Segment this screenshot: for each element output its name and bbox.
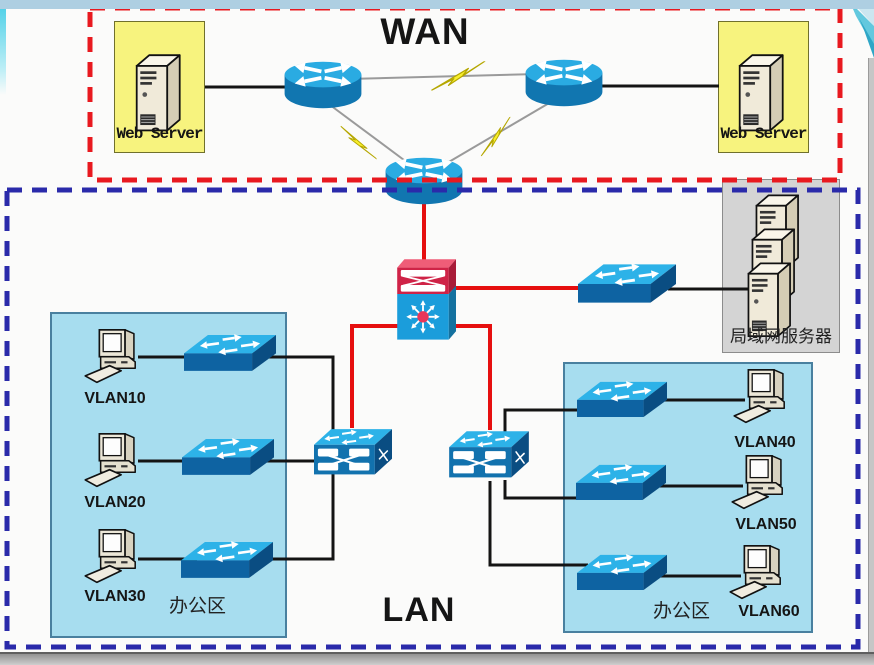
switch-icon — [578, 262, 676, 302]
pc-icon — [84, 529, 137, 584]
link-sw10-dist1 — [261, 355, 335, 430]
pc-icon — [729, 545, 782, 600]
tower-server-icon — [747, 262, 791, 338]
router-icon — [526, 58, 603, 106]
pc-icon — [84, 433, 137, 488]
web-server-left-label: Web Server — [116, 125, 203, 143]
left-accent-strip — [0, 9, 6, 95]
uplink-red-links — [350, 203, 592, 430]
multilayer-switch-icon — [397, 259, 456, 339]
pc-icon — [733, 369, 786, 424]
vlan50-label: VLAN50 — [735, 516, 797, 533]
link-router1-router2 — [347, 73, 539, 80]
switch-icon — [182, 437, 274, 475]
vlan40-label: VLAN40 — [734, 434, 796, 451]
top-accent-bar — [0, 0, 874, 9]
vlan10-label: VLAN10 — [84, 390, 146, 407]
tower-server-icon — [135, 54, 181, 132]
workgroup-switch-icon — [449, 431, 529, 478]
tower-server-icon — [738, 54, 784, 132]
switch-icon — [184, 333, 276, 371]
bottom-accent-bar — [0, 652, 874, 665]
vlan30-label: VLAN30 — [84, 588, 146, 605]
workgroup-switch-icon — [314, 429, 392, 475]
office-right-label: 办公区 — [652, 601, 710, 622]
right-accent-strip — [868, 58, 874, 654]
link-core-dist2 — [452, 324, 492, 430]
link-core-dist1 — [350, 324, 400, 428]
vlan20-label: VLAN20 — [84, 494, 146, 511]
wan-zone-label: WAN — [380, 11, 470, 52]
switch-icon — [181, 540, 273, 578]
vlan60-label: VLAN60 — [738, 603, 800, 620]
lan-zone-label: LAN — [382, 591, 456, 629]
server-farm-label: 局域网服务器 — [730, 327, 832, 346]
switch-icon — [577, 380, 667, 417]
router-icon — [285, 60, 362, 108]
web-server-right-label: Web Server — [720, 125, 807, 143]
switch-icon — [577, 553, 667, 590]
lightning-bolt-icon — [471, 116, 521, 157]
router-icon — [386, 156, 463, 204]
link-router1-router3 — [325, 101, 413, 167]
link-dist2-sw50 — [503, 480, 578, 500]
link-dist2-sw40 — [503, 408, 580, 433]
pc-icon — [84, 329, 137, 384]
switch-icon — [576, 463, 666, 500]
office-left-label: 办公区 — [168, 596, 226, 617]
pc-icon — [731, 455, 784, 510]
